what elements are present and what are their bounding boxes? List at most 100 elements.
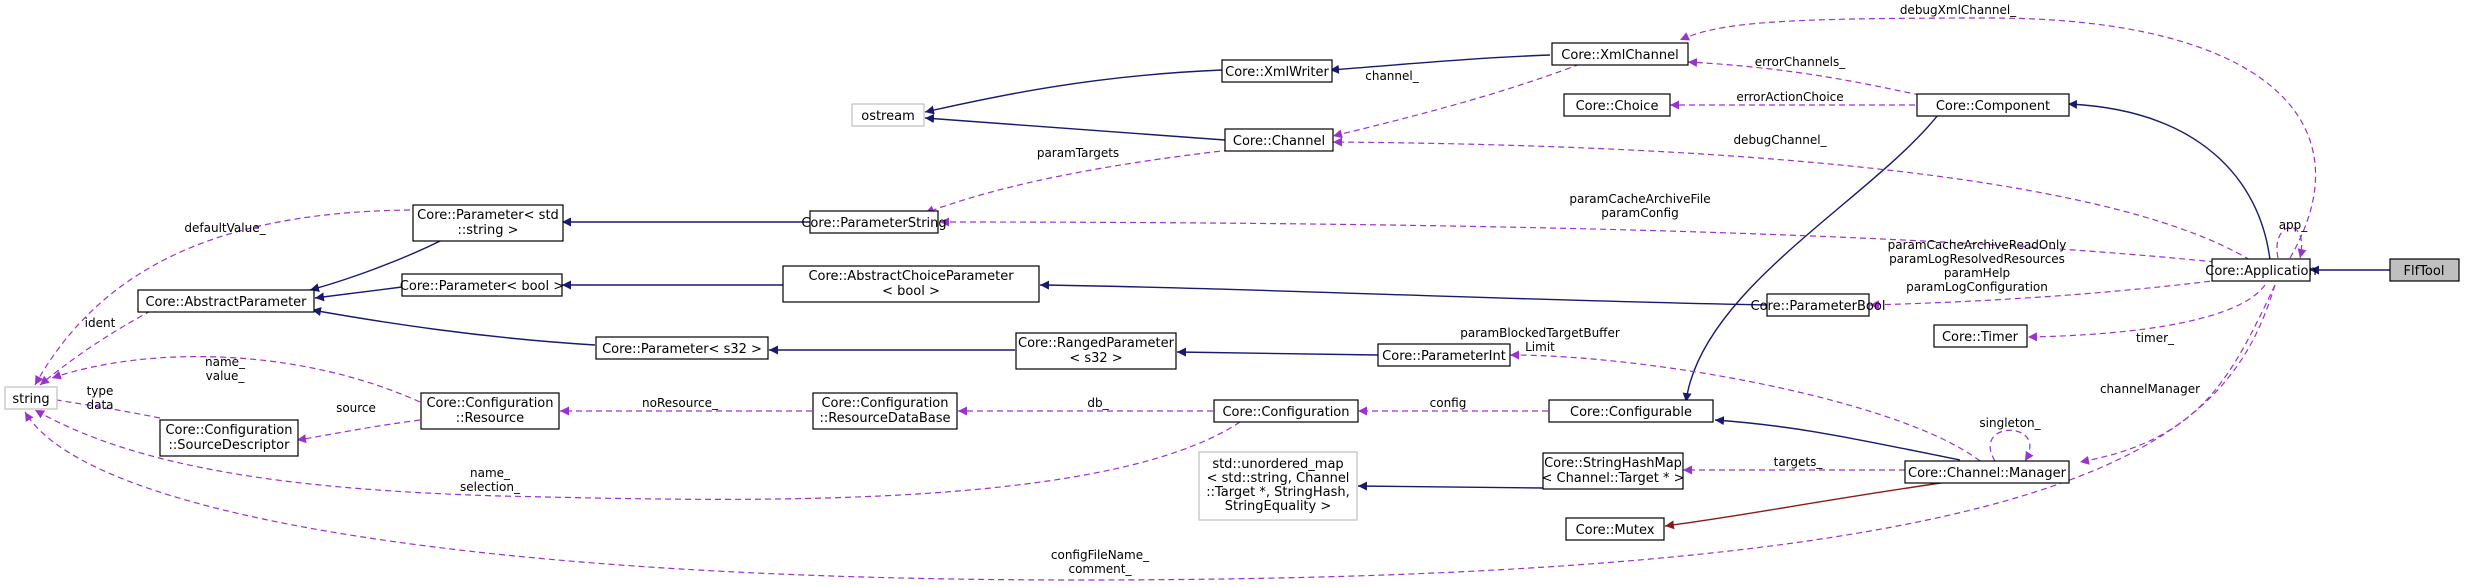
svg-text:< Channel::Target * >: < Channel::Target * > (1541, 471, 1684, 486)
edge-application-paramstring (939, 217, 2216, 263)
svg-text:Core::ParameterInt: Core::ParameterInt (1382, 349, 1506, 364)
node-flftool[interactable]: FlfTool (2389, 258, 2460, 282)
svg-text:Core::Channel: Core::Channel (1233, 134, 1325, 149)
edge-application-to-component (2067, 99, 2271, 261)
edge-manager-to-configurable (1714, 416, 1961, 461)
svg-text:Core::Parameter< s32 >: Core::Parameter< s32 > (602, 342, 762, 357)
edge-channel-to-ostream (924, 114, 1226, 141)
node-configuration-sourcedescriptor[interactable]: Core::Configuration ::SourceDescriptor (159, 419, 299, 457)
label-paramconfig: paramConfig (1601, 206, 1678, 220)
svg-text:FlfTool: FlfTool (2404, 264, 2445, 279)
edge-parameterbool-to-abstractchoice (1039, 280, 1768, 306)
node-abstractparameter[interactable]: Core::AbstractParameter (137, 289, 315, 313)
node-parameterbool[interactable]: Core::ParameterBool (1751, 293, 1886, 317)
svg-text:Core::XmlChannel: Core::XmlChannel (1561, 48, 1678, 63)
label-noresource: noResource_ (642, 396, 719, 410)
label-paramhelp: paramHelp (1944, 266, 2010, 280)
node-channel[interactable]: Core::Channel (1224, 128, 1334, 152)
label-debugxmlchannel: debugXmlChannel_ (1900, 3, 2017, 17)
node-application[interactable]: Core::Application (2205, 258, 2317, 282)
label-paramlogresolvedresources: paramLogResolvedResources (1889, 252, 2065, 266)
svg-text:Core::Parameter< bool >: Core::Parameter< bool > (400, 279, 564, 294)
label-channelmanager: channelManager (2100, 382, 2200, 396)
node-channel-manager[interactable]: Core::Channel::Manager (1904, 460, 2070, 484)
svg-text:< bool >: < bool > (882, 284, 940, 299)
node-ostream[interactable]: ostream (851, 103, 925, 127)
edge-application-channelmanager (2079, 284, 2276, 465)
label-data: data (86, 398, 113, 412)
node-timer[interactable]: Core::Timer (1933, 324, 2028, 348)
node-unordered-map[interactable]: std::unordered_map < std::string, Channe… (1198, 451, 1358, 521)
node-parameterstring[interactable]: Core::ParameterString (801, 210, 947, 234)
node-parameter-bool[interactable]: Core::Parameter< bool > (400, 273, 564, 297)
label-erroractionchoice: errorActionChoice (1736, 90, 1843, 104)
svg-text:Core::Mutex: Core::Mutex (1576, 523, 1655, 538)
svg-text:ostream: ostream (861, 109, 915, 124)
svg-text:Core::StringHashMap: Core::StringHashMap (1544, 456, 1682, 471)
edge-application-self (2276, 227, 2307, 259)
node-component[interactable]: Core::Component (1916, 93, 2070, 117)
edge-component-errorchannels (1687, 57, 1921, 96)
edge-resource-string (51, 356, 421, 403)
node-parameter-s32[interactable]: Core::Parameter< s32 > (595, 336, 769, 360)
node-parameter-std-string[interactable]: Core::Parameter< std ::string > (412, 204, 564, 242)
node-configuration[interactable]: Core::Configuration (1213, 399, 1359, 423)
node-abstractchoiceparameter[interactable]: Core::AbstractChoiceParameter < bool > (782, 265, 1040, 303)
label-configfilename: configFileName_ (1051, 548, 1150, 562)
node-configuration-resource[interactable]: Core::Configuration ::Resource (420, 392, 560, 430)
svg-text:< s32 >: < s32 > (1069, 351, 1122, 366)
label-paramcachearchivereadonly: paramCacheArchiveReadOnly (1888, 238, 2067, 252)
node-mutex[interactable]: Core::Mutex (1565, 517, 1665, 541)
svg-text:::ResourceDataBase: ::ResourceDataBase (819, 411, 950, 426)
edge-application-timer (2027, 284, 2266, 342)
svg-text:Core::Application: Core::Application (2205, 264, 2316, 279)
label-paramtargets: paramTargets (1037, 146, 1119, 160)
label-source: source (336, 401, 376, 415)
node-stringhashmap[interactable]: Core::StringHashMap < Channel::Target * … (1541, 452, 1685, 490)
label-errorchannels: errorChannels_ (1755, 55, 1847, 69)
node-parameterint[interactable]: Core::ParameterInt (1377, 343, 1511, 367)
label-selection: selection_ (460, 480, 521, 494)
node-rangedparameter[interactable]: Core::RangedParameter < s32 > (1015, 332, 1177, 370)
svg-text:string: string (12, 392, 49, 407)
node-configurable[interactable]: Core::Configurable (1548, 399, 1714, 423)
svg-text:Core::Configurable: Core::Configurable (1570, 405, 1692, 420)
label-comment: comment_ (1068, 562, 1132, 576)
label-defaultvalue: defaultValue_ (184, 221, 266, 235)
svg-text:Core::Parameter< std: Core::Parameter< std (417, 208, 559, 223)
edge-xmlwriter-to-ostream (924, 69, 1223, 115)
edge-application-string (24, 284, 2276, 581)
svg-text:Core::Configuration: Core::Configuration (1222, 405, 1349, 420)
node-string[interactable]: string (4, 386, 58, 410)
svg-text:Core::ParameterBool: Core::ParameterBool (1751, 299, 1886, 314)
label-singleton: singleton_ (1979, 416, 2041, 430)
node-xmlchannel[interactable]: Core::XmlChannel (1551, 42, 1689, 66)
svg-text:::string >: ::string > (457, 223, 518, 238)
node-configuration-resourcedatabase[interactable]: Core::Configuration ::ResourceDataBase (812, 392, 958, 430)
node-choice[interactable]: Core::Choice (1563, 93, 1671, 117)
svg-text:Core::AbstractChoiceParameter: Core::AbstractChoiceParameter (808, 269, 1014, 284)
label-paramblockedtargetbuffer: paramBlockedTargetBuffer (1460, 326, 1620, 340)
svg-text:< std::string, Channel: < std::string, Channel (1207, 471, 1350, 486)
label-paramlogconfiguration: paramLogConfiguration (1906, 280, 2048, 294)
label-name: name_ (205, 355, 246, 369)
svg-text:Core::XmlWriter: Core::XmlWriter (1225, 65, 1329, 80)
label-limit: Limit (1525, 340, 1555, 354)
node-xmlwriter[interactable]: Core::XmlWriter (1221, 59, 1333, 83)
svg-text:::Resource: ::Resource (456, 411, 524, 426)
edge-parameter-s32-to-abstractparameter (311, 307, 596, 346)
label-paramcachearchivefile: paramCacheArchiveFile (1569, 192, 1710, 206)
label-timer: timer_ (2136, 331, 2175, 345)
svg-text:Core::Configuration: Core::Configuration (821, 396, 948, 411)
label-app: app_ (2279, 218, 2309, 232)
svg-text:std::unordered_map: std::unordered_map (1212, 457, 1343, 472)
label-type: type (87, 384, 114, 398)
edge-stringhashmap-to-unorderedmap (1357, 481, 1544, 491)
edge-resource-sourcedescriptor (296, 419, 421, 444)
svg-text:StringEquality >: StringEquality > (1225, 499, 1332, 514)
edge-parameterint-to-rangedparameter (1176, 347, 1379, 357)
svg-text:Core::RangedParameter: Core::RangedParameter (1018, 336, 1175, 351)
svg-text:Core::Choice: Core::Choice (1576, 99, 1659, 114)
